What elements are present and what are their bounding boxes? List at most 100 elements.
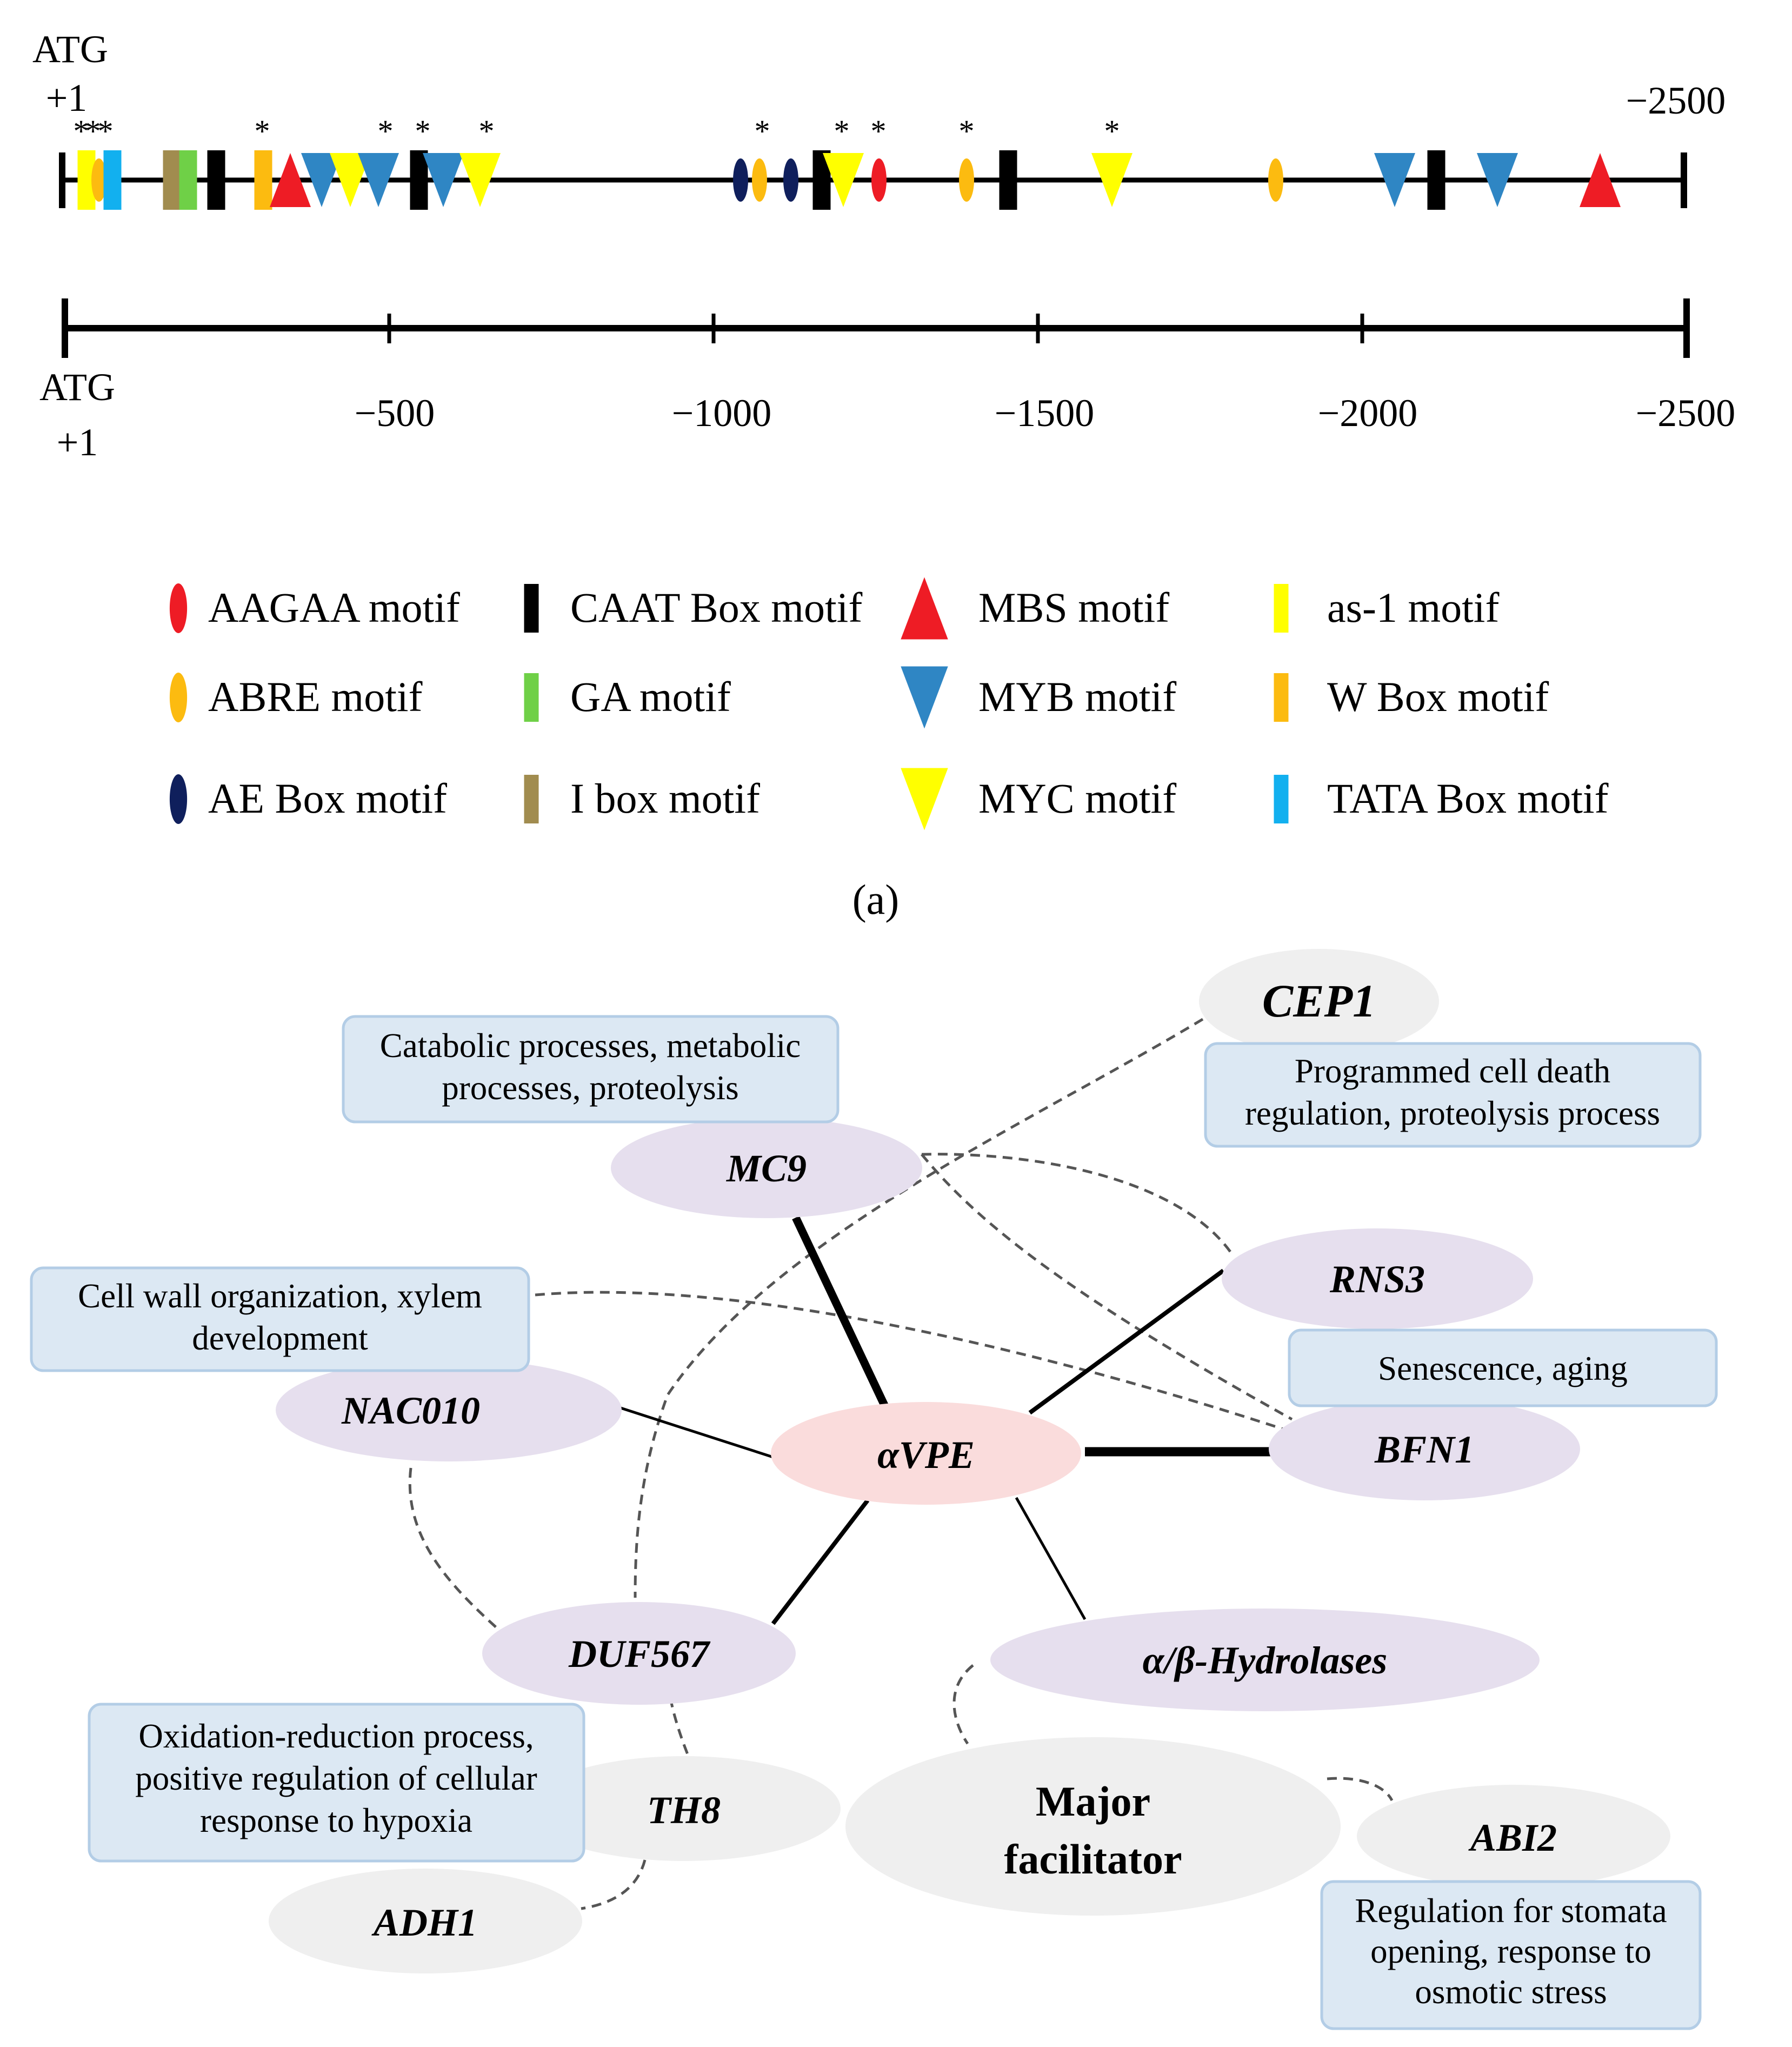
scale-bar: ATG +1 −500 −1000 −1500 −2000 −2500 xyxy=(39,298,1735,464)
edge-cellwall-bfn1 xyxy=(535,1291,1295,1434)
node-rns3[interactable] xyxy=(1222,1228,1533,1329)
scale-label-2500: −2500 xyxy=(1636,391,1736,435)
star-marks: ************ xyxy=(74,114,1120,149)
legend-item-w-box-motif: W Box motif xyxy=(1274,673,1549,722)
promoter-end-label: −2500 xyxy=(1626,79,1726,122)
node-mc9-label: MC9 xyxy=(726,1147,807,1190)
edge-cep1-duf567 xyxy=(634,1018,1204,1598)
motif-abre-motif-23 xyxy=(1268,158,1283,202)
annotation-pcd-line-1: Programmed cell death xyxy=(1295,1052,1610,1090)
legend-label-0: AAGAA motif xyxy=(208,584,460,631)
node-adh1[interactable] xyxy=(269,1869,582,1973)
annotation-cellwall-box xyxy=(30,1266,530,1372)
node-cep1[interactable] xyxy=(1199,949,1439,1054)
annotation-pcd: Programmed cell death regulation, proteo… xyxy=(1204,1042,1702,1148)
scale-label-2000: −2000 xyxy=(1318,391,1418,435)
node-nac010[interactable] xyxy=(276,1359,622,1461)
motif-caat-box-motif-25 xyxy=(1427,150,1445,210)
legend-label-11: TATA Box motif xyxy=(1327,775,1609,822)
legend-swatch-5 xyxy=(524,775,539,823)
edge-nac010-duf567 xyxy=(408,1467,497,1629)
edge-duf567-avpe xyxy=(771,1499,870,1625)
edge-hydrolases-avpe xyxy=(1015,1497,1087,1620)
significance-star-7: * xyxy=(755,114,770,149)
significance-star-3: * xyxy=(255,114,270,149)
node-bfn1-label: BFN1 xyxy=(1374,1428,1474,1471)
legend-label-10: W Box motif xyxy=(1327,673,1549,720)
motif-abre-motif-1 xyxy=(91,158,106,202)
legend-swatch-2 xyxy=(169,774,188,824)
node-th8[interactable] xyxy=(527,1756,841,1861)
legend-item-i-box-motif: I box motif xyxy=(524,775,760,823)
legend-swatch-8 xyxy=(901,768,948,830)
scale-start-label: +1 xyxy=(57,421,98,464)
edge-duf567-th8 xyxy=(669,1697,691,1759)
node-major-label-1: Major xyxy=(1036,1778,1150,1825)
motif-tata-box-motif-2 xyxy=(103,150,122,210)
motif-myc-motif-9 xyxy=(330,153,371,207)
annotation-senescence-line-1: Senescence, aging xyxy=(1378,1350,1628,1387)
significance-star-0: * xyxy=(74,114,89,149)
node-mc9[interactable] xyxy=(611,1118,922,1218)
legend-item-tata-box-motif: TATA Box motif xyxy=(1274,775,1609,823)
motif-mbs-motif-27 xyxy=(1580,153,1621,207)
legend-label-3: CAAT Box motif xyxy=(570,584,862,631)
motif-marks xyxy=(77,150,1621,210)
scale-label-1500: −1500 xyxy=(995,391,1095,435)
edge-mc9-bfn1 xyxy=(921,1153,1293,1421)
legend-item-caat-box-motif: CAAT Box motif xyxy=(524,584,862,633)
legend-item-myb-motif: MYB motif xyxy=(901,666,1176,729)
edge-th8-adh1 xyxy=(581,1859,647,1910)
edge-major-abi2 xyxy=(1327,1777,1394,1802)
edge-mc9-avpe xyxy=(792,1215,889,1410)
node-rns3-label: RNS3 xyxy=(1329,1258,1425,1301)
motif-myb-motif-8 xyxy=(301,153,342,207)
annotation-catabolic-line-1: Catabolic processes, metabolic xyxy=(380,1027,801,1065)
annotation-catabolic: Catabolic processes, metabolic processes… xyxy=(342,1015,840,1124)
annotation-cellwall: Cell wall organization, xylem developmen… xyxy=(30,1266,530,1372)
annotation-oxidation-line-3: response to hypoxia xyxy=(200,1802,472,1839)
legend-item-ae-box-motif: AE Box motif xyxy=(169,774,447,824)
motif-abre-motif-15 xyxy=(752,158,767,202)
legend-swatch-7 xyxy=(901,666,948,729)
node-abi2[interactable] xyxy=(1357,1785,1670,1888)
legend-label-8: MYC motif xyxy=(978,775,1176,822)
node-abi2-label: ABI2 xyxy=(1468,1816,1557,1859)
node-avpe[interactable] xyxy=(771,1402,1081,1505)
node-th8-label: TH8 xyxy=(647,1789,721,1832)
annotation-cellwall-line-1: Cell wall organization, xylem xyxy=(78,1277,482,1315)
legend-swatch-10 xyxy=(1274,673,1289,722)
node-duf567[interactable] xyxy=(482,1602,796,1705)
annotation-pcd-line-2: regulation, proteolysis process xyxy=(1245,1094,1660,1132)
edge-nac010-avpe xyxy=(605,1401,774,1459)
motif-myb-motif-12 xyxy=(423,153,464,207)
edge-hydrolases-major xyxy=(952,1664,974,1745)
legend-label-5: I box motif xyxy=(570,775,760,822)
legend-swatch-4 xyxy=(524,673,539,722)
legend-swatch-11 xyxy=(1274,775,1289,823)
legend-swatch-1 xyxy=(169,673,188,722)
significance-star-11: * xyxy=(1104,114,1120,149)
edge-rns3-avpe xyxy=(1028,1268,1225,1415)
node-hydrolases[interactable] xyxy=(990,1609,1540,1711)
legend-swatch-0 xyxy=(169,583,188,633)
node-bfn1[interactable] xyxy=(1269,1398,1580,1500)
node-adh1-label: ADH1 xyxy=(371,1901,477,1944)
motif-myb-motif-26 xyxy=(1477,153,1518,207)
motif-myb-motif-10 xyxy=(358,153,399,207)
node-major-facilitator[interactable] xyxy=(845,1737,1341,1916)
node-hydrolases-label: α/β-Hydrolases xyxy=(1143,1639,1388,1682)
motif-myc-motif-13 xyxy=(459,153,501,207)
promoter-map: ATG +1 −2500 ************ xyxy=(32,28,1726,210)
legend-item-ga-motif: GA motif xyxy=(524,673,731,722)
legend-swatch-9 xyxy=(1274,584,1289,633)
annotation-senescence-box xyxy=(1288,1328,1718,1407)
annotation-stomata: Regulation for stomata opening, response… xyxy=(1320,1880,1702,2030)
significance-star-5: * xyxy=(415,114,431,149)
promoter-atg-label: ATG xyxy=(32,28,108,71)
annotation-catabolic-line-2: processes, proteolysis xyxy=(442,1069,738,1107)
legend-label-4: GA motif xyxy=(570,673,731,720)
legend-item-myc-motif: MYC motif xyxy=(901,768,1176,830)
